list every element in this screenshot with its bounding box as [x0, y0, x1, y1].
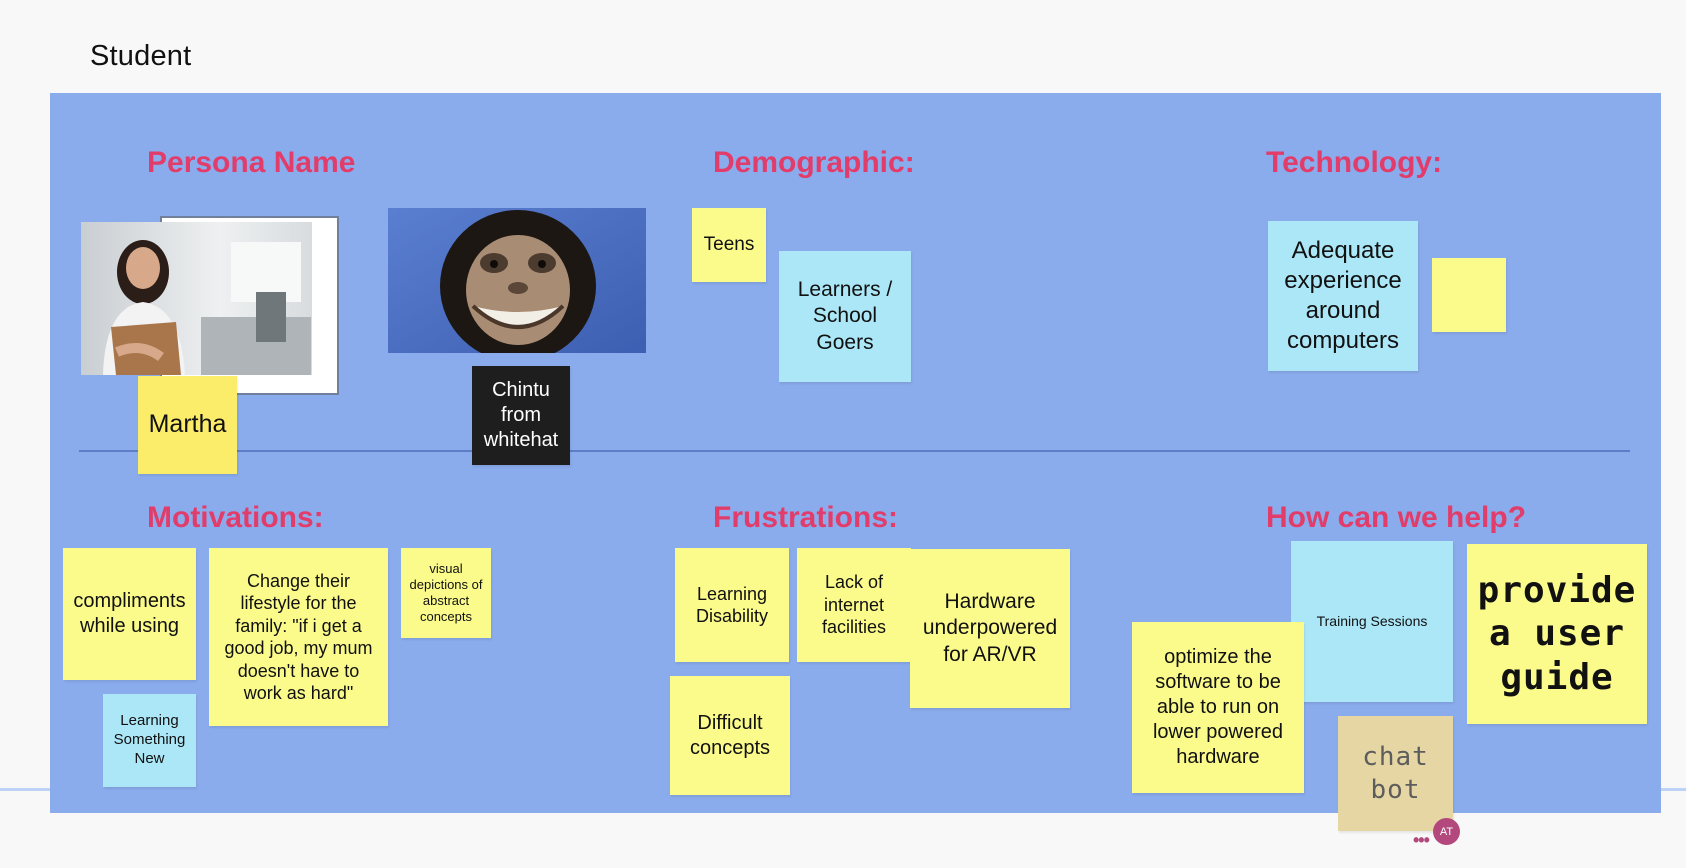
section-divider [79, 450, 1630, 452]
heading-demographic[interactable]: Demographic: [713, 146, 915, 179]
sticky-hardware-underpowered[interactable]: Hardware underpowered for AR/VR [910, 549, 1070, 708]
sticky-martha[interactable]: Martha [138, 376, 237, 474]
sticky-lack-of-internet[interactable]: Lack of internet facilities [797, 548, 911, 662]
more-dots-icon[interactable]: ••• [1413, 830, 1430, 850]
sticky-optimize-software[interactable]: optimize the software to be able to run … [1132, 622, 1304, 793]
sticky-training-sessions[interactable]: Training Sessions [1291, 541, 1453, 702]
frame-title: Student [90, 40, 192, 72]
sticky-visual-depictions[interactable]: visual depictions of abstract concepts [401, 548, 491, 638]
sticky-difficult-concepts[interactable]: Difficult concepts [670, 676, 790, 795]
sticky-learning-disability[interactable]: Learning Disability [675, 548, 789, 662]
heading-frustrations[interactable]: Frustrations: [713, 501, 899, 534]
sticky-compliments[interactable]: compliments while using [63, 548, 196, 680]
sticky-chintu[interactable]: Chintu from whitehat [472, 366, 570, 465]
chimp-photo[interactable] [388, 208, 646, 353]
heading-how-can-we-help[interactable]: How can we help? [1266, 501, 1527, 534]
student-photo[interactable] [81, 222, 312, 375]
sticky-learning-something-new[interactable]: Learning Something New [103, 694, 196, 787]
heading-technology[interactable]: Technology: [1266, 146, 1443, 179]
sticky-provide-user-guide[interactable]: provide a user guide [1467, 544, 1647, 724]
sticky-learners[interactable]: Learners / School Goers [779, 251, 911, 382]
sticky-teens[interactable]: Teens [692, 208, 766, 282]
heading-persona-name[interactable]: Persona Name [147, 146, 356, 179]
collaborator-avatar[interactable]: AT [1433, 818, 1460, 845]
sticky-chat-bot[interactable]: chat bot [1338, 716, 1453, 831]
sticky-adequate-experience[interactable]: Adequate experience around computers [1268, 221, 1418, 371]
heading-motivations[interactable]: Motivations: [147, 501, 324, 534]
sticky-empty[interactable] [1432, 258, 1506, 332]
sticky-lifestyle[interactable]: Change their lifestyle for the family: "… [209, 548, 388, 726]
